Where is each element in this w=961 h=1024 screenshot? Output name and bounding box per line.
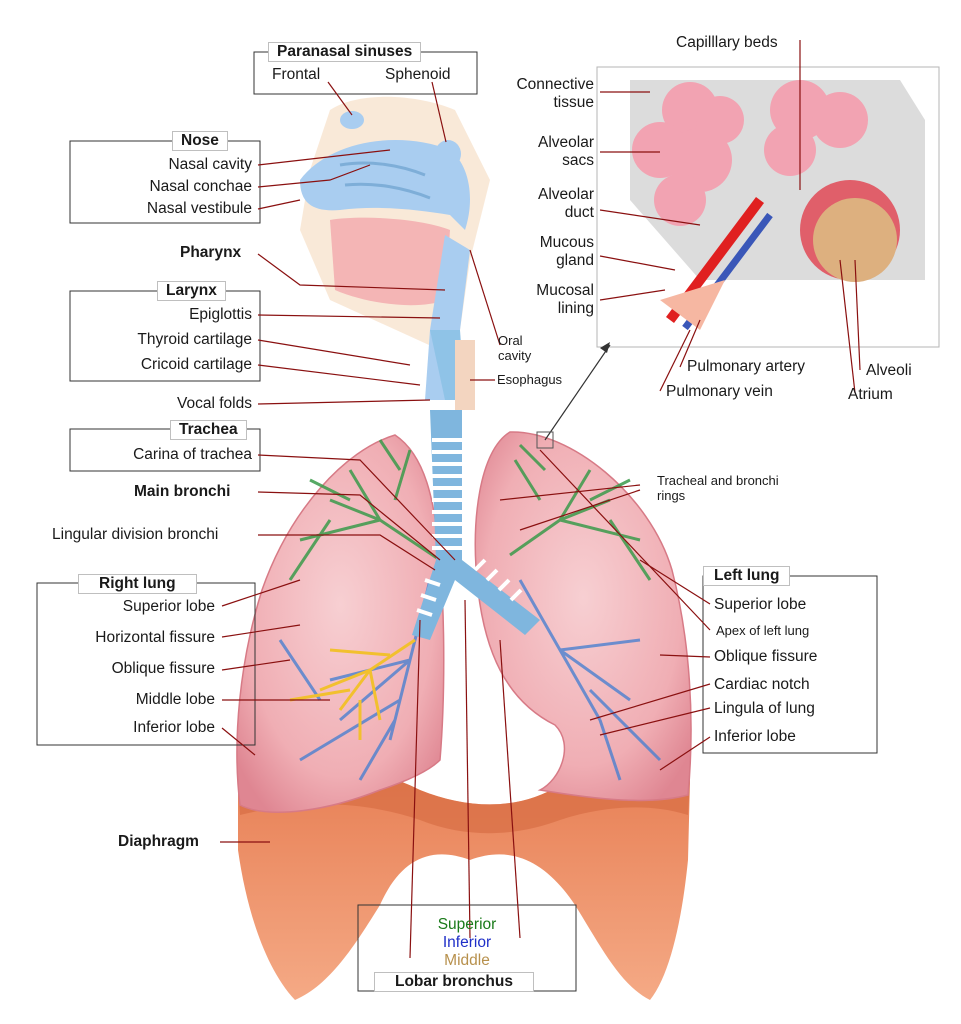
pharynx-heading: Pharynx: [172, 244, 250, 262]
lingular-division-label: Lingular division bronchi: [52, 526, 219, 543]
frontal-label: Frontal: [272, 66, 321, 83]
leader-lines: [220, 40, 861, 959]
rl-superior-lobe-label: Superior lobe: [122, 598, 215, 615]
thyroid-cartilage-label: Thyroid cartilage: [137, 331, 252, 348]
alveolar-duct-label: Alveolar duct: [538, 186, 594, 221]
ll-lingula-label: Lingula of lung: [714, 700, 815, 717]
ll-inferior-lobe-label: Inferior lobe: [714, 728, 796, 745]
capillary-beds-label: Capilllary beds: [676, 34, 778, 51]
esophagus-label: Esophagus: [497, 372, 563, 387]
ll-apex-label: Apex of left lung: [716, 623, 810, 638]
lobar-middle-label: Middle: [444, 952, 490, 969]
rl-inferior-lobe-label: Inferior lobe: [133, 719, 215, 736]
tracheal-rings-label: Tracheal and bronchi rings: [657, 473, 779, 503]
right-lung-shape: [236, 434, 445, 813]
ll-oblique-fissure-label: Oblique fissure: [714, 648, 818, 665]
sphenoid-label: Sphenoid: [385, 66, 451, 83]
lobar-superior-label: Superior: [437, 916, 497, 933]
alveolar-sacs-label: Alveolar sacs: [538, 134, 594, 169]
lobar-inferior-label: Inferior: [442, 934, 492, 951]
alveoli-label: Alveoli: [866, 362, 912, 379]
nasal-conchae-label: Nasal conchae: [149, 178, 252, 195]
connective-tissue-label: Connective tissue: [516, 76, 594, 111]
larynx-heading: Larynx: [157, 281, 226, 301]
pulmonary-vein-label: Pulmonary vein: [666, 383, 773, 400]
mucosal-lining-label: Mucosal lining: [536, 282, 594, 317]
right-lung-heading: Right lung: [78, 574, 197, 594]
left-lung-heading: Left lung: [703, 566, 791, 586]
trachea-shape: [412, 410, 540, 640]
diaphragm-heading: Diaphragm: [110, 833, 207, 851]
ll-superior-lobe-label: Superior lobe: [714, 596, 807, 613]
alveoli-inset: [596, 66, 940, 348]
rl-horizontal-fissure-label: Horizontal fissure: [95, 629, 215, 646]
nose-heading: Nose: [172, 131, 228, 151]
carina-label: Carina of trachea: [133, 446, 252, 463]
nasal-cavity-label: Nasal cavity: [168, 156, 252, 173]
paranasal-sinuses-heading: Paranasal sinuses: [268, 42, 422, 62]
middle-bronchi: [289, 638, 416, 740]
pulmonary-artery-label: Pulmonary artery: [687, 358, 806, 375]
cricoid-cartilage-label: Cricoid cartilage: [140, 356, 252, 373]
epiglottis-label: Epiglottis: [189, 306, 252, 323]
mucous-gland-label: Mucous gland: [539, 234, 594, 269]
main-bronchi-heading: Main bronchi: [126, 483, 239, 501]
superior-bronchi: [288, 439, 652, 581]
oral-cavity-label: Oral cavity: [498, 333, 532, 363]
lobar-bronchus-heading: Lobar bronchus: [374, 972, 534, 992]
vocal-folds-label: Vocal folds: [177, 395, 252, 412]
diaphragm-shape: [238, 765, 690, 1000]
ll-cardiac-notch-label: Cardiac notch: [714, 676, 810, 693]
trachea-heading: Trachea: [170, 420, 247, 440]
nasal-vestibule-label: Nasal vestibule: [146, 200, 252, 217]
atrium-label: Atrium: [848, 386, 893, 403]
rl-middle-lobe-label: Middle lobe: [135, 691, 215, 708]
rl-oblique-fissure-label: Oblique fissure: [111, 660, 215, 677]
